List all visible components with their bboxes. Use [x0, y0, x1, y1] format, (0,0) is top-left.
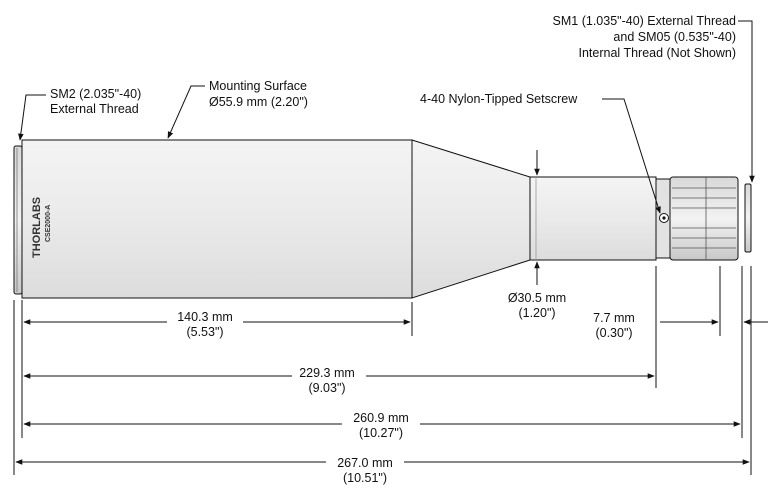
part-number: CSE2000-A	[45, 205, 52, 242]
mounting-label-line1: Mounting Surface	[209, 79, 307, 93]
sm1-label-line3: Internal Thread (Not Shown)	[579, 46, 737, 60]
dim-267-in: (10.51")	[343, 471, 387, 485]
taper-cone	[411, 139, 531, 299]
knurled-ring	[669, 176, 739, 261]
sm1-label-line1: SM1 (1.035"-40) External Thread	[553, 14, 737, 28]
dimension-140: 140.3 mm (5.53")	[23, 310, 411, 339]
dim-260-in: (10.27")	[359, 426, 403, 440]
dimension-267: 267.0 mm (10.51")	[15, 456, 750, 485]
callout-sm2: SM2 (2.035"-40) External Thread	[18, 87, 141, 141]
dim-140-mm: 140.3 mm	[177, 310, 233, 324]
tube-body: THORLABS CSE2000-A	[13, 139, 752, 299]
diameter-small-inch: (1.20")	[518, 306, 555, 320]
diameter-small-marker: Ø30.5 mm (1.20")	[508, 150, 566, 320]
dim-229-mm: 229.3 mm	[299, 366, 355, 380]
dim-267-mm: 267.0 mm	[337, 456, 393, 470]
callout-sm1: SM1 (1.035"-40) External Thread and SM05…	[553, 14, 755, 183]
narrow-cylinder	[529, 176, 657, 261]
callout-mounting-surface: Mounting Surface Ø55.9 mm (2.20")	[167, 79, 308, 139]
dim-229-in: (9.03")	[308, 381, 345, 395]
dimension-7-7: 7.7 mm (0.30")	[593, 311, 768, 340]
setscrew-label: 4-40 Nylon-Tipped Setscrew	[420, 92, 578, 106]
dim-7-in: (0.30")	[595, 326, 632, 340]
extension-lines	[13, 266, 752, 475]
large-cylinder	[21, 139, 413, 299]
sm1-label-line2: and SM05 (0.535"-40)	[613, 30, 736, 44]
sm1-thread	[744, 183, 752, 253]
dim-7-mm: 7.7 mm	[593, 311, 635, 325]
diameter-small-label: Ø30.5 mm	[508, 291, 566, 305]
sm2-thread-flange	[13, 145, 23, 295]
dim-260-mm: 260.9 mm	[353, 411, 409, 425]
knurl-grooves	[672, 177, 736, 260]
brand-label: THORLABS	[31, 197, 43, 258]
sm2-label-line2: External Thread	[50, 102, 139, 116]
sm2-label-line1: SM2 (2.035"-40)	[50, 87, 141, 101]
dimension-229: 229.3 mm (9.03")	[23, 366, 655, 395]
mounting-label-line2: Ø55.9 mm (2.20")	[209, 95, 308, 109]
dim-140-in: (5.53")	[186, 325, 223, 339]
callout-setscrew: 4-40 Nylon-Tipped Setscrew	[420, 92, 661, 214]
dimension-260: 260.9 mm (10.27")	[23, 411, 741, 440]
